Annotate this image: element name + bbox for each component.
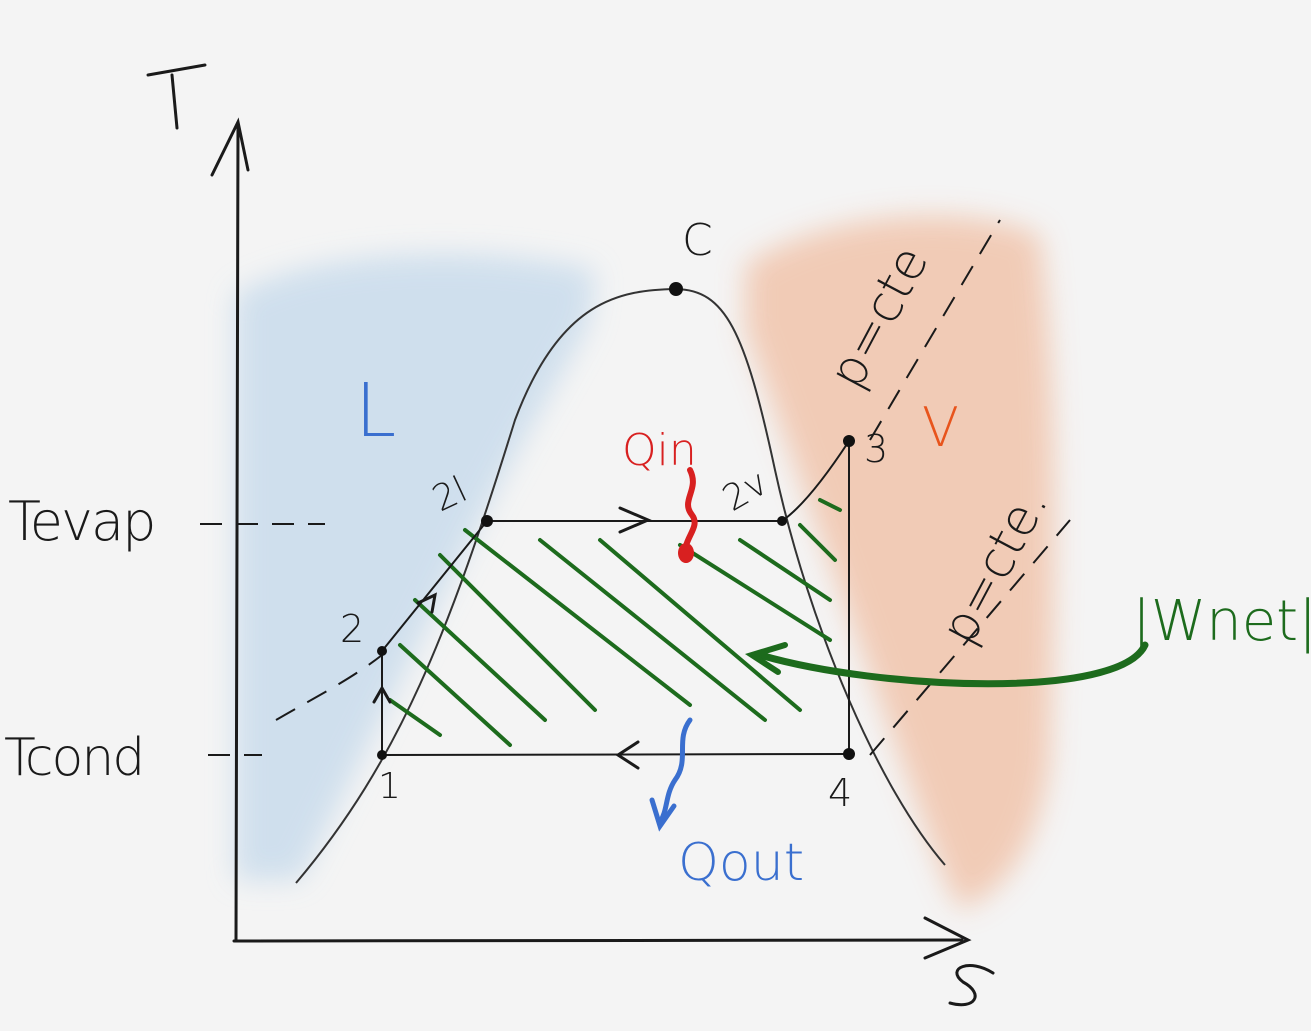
state-points [377, 282, 855, 760]
axes [210, 117, 972, 960]
point-2v-label: 2v [716, 462, 775, 520]
point-2 [377, 646, 387, 656]
x-axis-line [232, 938, 964, 943]
work-hatch [388, 498, 842, 747]
dashed-guides [200, 219, 1071, 756]
point-2v [777, 516, 787, 526]
s-axis-glyph [948, 964, 995, 1007]
y-axis-arrowhead [210, 117, 250, 177]
point-1-label: 1 [378, 766, 401, 807]
direction-arrows [372, 506, 652, 770]
q-in-label: Qin [622, 425, 697, 476]
process-4-1 [381, 753, 850, 756]
vapor-region [745, 215, 1055, 910]
process-2-2l [381, 520, 488, 652]
arrow-pump [372, 684, 392, 704]
q-out-label: Qout [678, 833, 804, 893]
point-3 [843, 435, 855, 447]
y-axis-line [234, 123, 240, 942]
critical-point-label: C [682, 215, 713, 266]
point-3-label: 3 [864, 427, 888, 471]
point-2l [481, 515, 493, 527]
tevap-label: Tevap [8, 490, 154, 553]
q-out-arrowhead [649, 797, 677, 832]
point-2-label: 2 [340, 607, 364, 651]
cycle-path [381, 440, 850, 756]
arrow-heating [416, 592, 437, 614]
q-in-arrowhead [678, 543, 694, 563]
x-axis-arrowhead [923, 916, 972, 960]
tcond-label: Tcond [4, 728, 143, 788]
isobar-upper-dash [869, 219, 1001, 441]
q-out-arrow [657, 717, 693, 825]
subcooled-isobar [275, 654, 383, 721]
axis-letters [146, 63, 995, 1007]
arrow-condensation [615, 740, 640, 770]
w-net-arrowhead [744, 642, 788, 675]
liquid-region-label: L [355, 368, 396, 454]
point-4-label: 4 [828, 771, 852, 815]
point-critical [669, 282, 683, 296]
process-2v-3 [781, 440, 850, 522]
point-1 [377, 750, 387, 760]
t-axis-glyph [146, 63, 207, 130]
vapor-region-label: V [922, 396, 959, 459]
isobar-lower-dash [869, 519, 1071, 756]
w-net-label: |Wnet| [1132, 589, 1311, 654]
arrow-evaporation [618, 506, 652, 534]
liquid-region [235, 254, 595, 880]
w-net-arrow [756, 641, 1149, 688]
point-4 [843, 748, 855, 760]
